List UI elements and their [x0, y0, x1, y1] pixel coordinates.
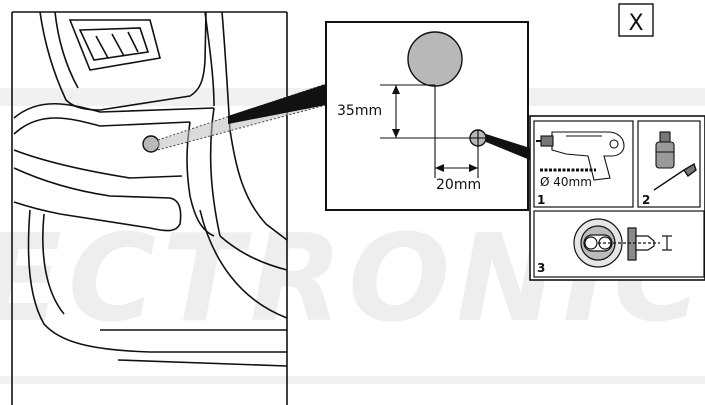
detail-dimension-box: 35mm 20mm [325, 21, 529, 211]
view-id-label: X [628, 11, 643, 36]
grommet-icon [573, 218, 672, 268]
step-3-number: 3 [537, 261, 545, 275]
steps-panel: Ø 40mm 1 2 [529, 115, 705, 281]
sealant-bottle-icon [655, 131, 675, 169]
step-1-number: 1 [537, 193, 545, 207]
watermark-band-lower [0, 376, 705, 384]
step-2-panel: 2 [637, 120, 701, 208]
brush-icon [653, 162, 697, 191]
view-id-box: X [618, 3, 654, 37]
drill-diameter-label: Ø 40mm [540, 175, 592, 189]
step-3-panel: 3 [533, 210, 705, 278]
step-1-panel: Ø 40mm 1 [533, 120, 634, 208]
steps-pointer [486, 134, 530, 160]
step-2-number: 2 [642, 193, 650, 207]
vehicle-rear-drawing [11, 11, 288, 405]
vertical-dimension-label: 35mm [337, 103, 382, 119]
zoom-projection [157, 83, 327, 151]
drill-icon [536, 131, 625, 181]
drill-hole-marker [142, 135, 160, 153]
reference-circle [407, 31, 463, 87]
horizontal-dimension-label: 20mm [436, 177, 481, 193]
